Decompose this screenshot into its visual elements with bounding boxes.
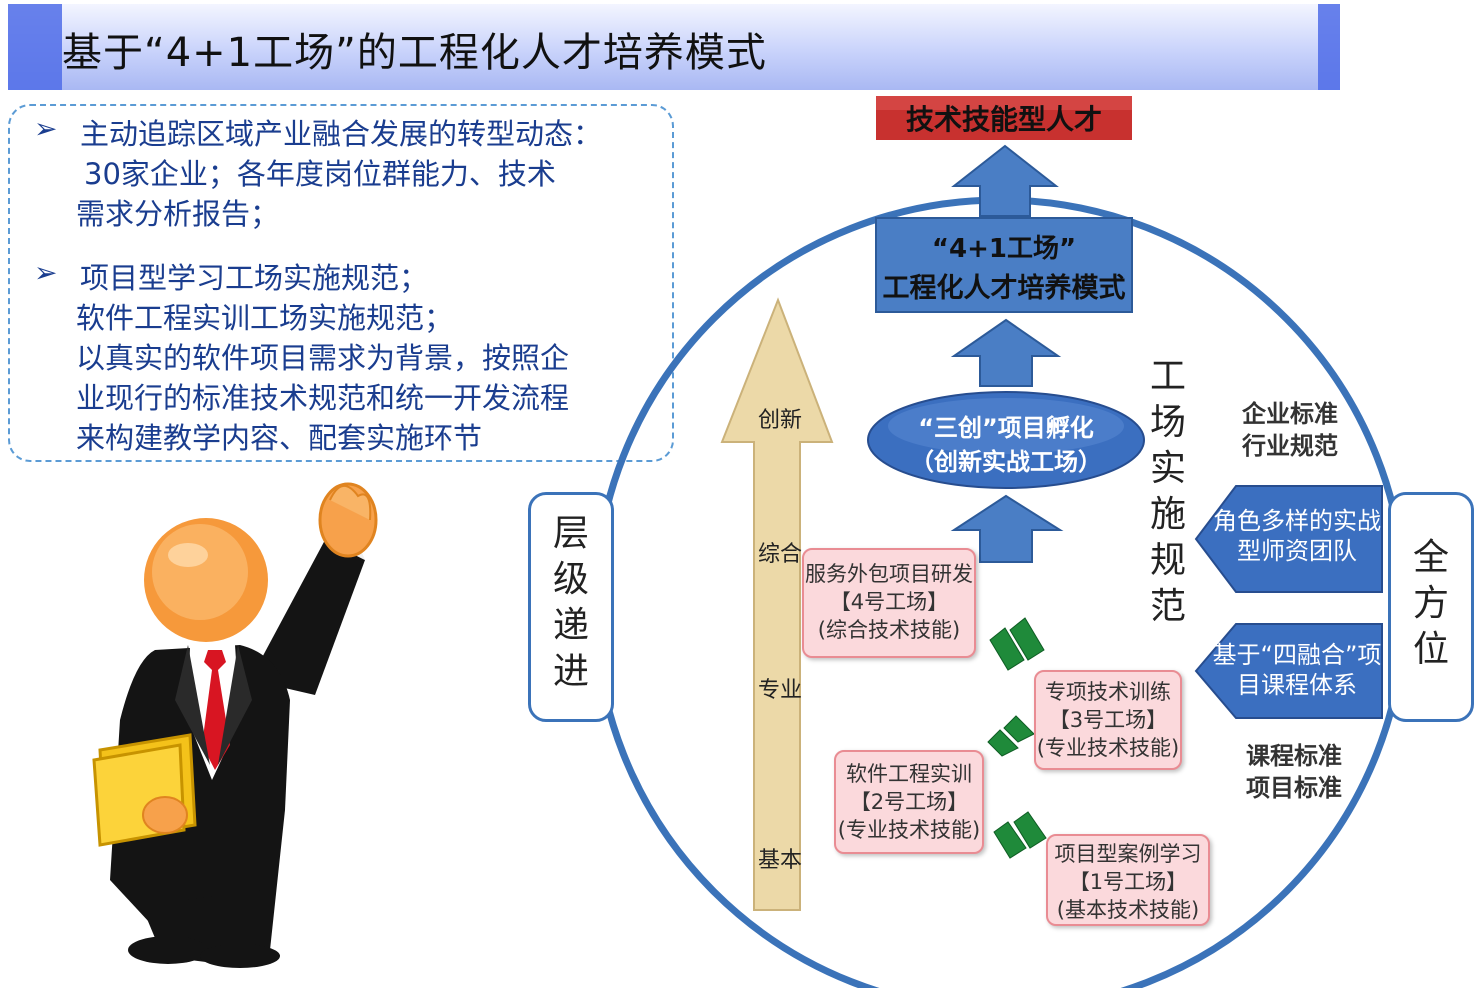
- title-bar-edge-right: [1318, 4, 1340, 90]
- right-panel-label: 全方位: [1412, 537, 1449, 670]
- workshop-3-line-3: (专业技术技能): [1036, 736, 1180, 760]
- green-chevron-icon: [1009, 617, 1045, 661]
- bullet-2-line-3: 以真实的软件项目需求为背景，按照企: [76, 341, 570, 375]
- workshop-2-line-1: 软件工程实训: [846, 762, 972, 786]
- model-box-shape: [875, 217, 1133, 313]
- workshop-4-line-1: 服务外包项目研发: [805, 562, 973, 586]
- standards-top: 企业标准 行业规范: [1230, 398, 1350, 462]
- workshop-1-line-1: 项目型案例学习: [1054, 842, 1202, 866]
- workshop-4-box: 服务外包项目研发 【4号工场】 (综合技术技能): [802, 548, 976, 658]
- bullet-2-line-1: 项目型学习工场实施规范；: [80, 261, 429, 295]
- workshop-1-box: 项目型案例学习 【1号工场】 (基本技术技能): [1046, 834, 1210, 926]
- title-bar-edge-left: [8, 4, 62, 90]
- bullet-1-line-3: 需求分析报告；: [76, 197, 280, 231]
- workshop-1-line-2: 【1号工场】: [1068, 870, 1188, 894]
- level-label-basic: 基本: [758, 848, 803, 873]
- info-box: [8, 104, 674, 462]
- chevron-box-2-label: 基于“四融合”项 目课程体系: [1212, 640, 1382, 700]
- chevron-box-2-shape: [1194, 623, 1383, 719]
- standards-bottom-line-1: 课程标准: [1246, 742, 1342, 770]
- workshop-3-line-2: 【3号工场】: [1048, 708, 1168, 732]
- standards-bottom-line-2: 项目标准: [1246, 774, 1342, 802]
- bullet-1-line-1: 主动追踪区域产业融合发展的转型动态：: [80, 117, 603, 151]
- standards-top-line-1: 企业标准: [1242, 400, 1338, 428]
- bullet-1: 主动追踪区域产业融合发展的转型动态： 30家企业；各年度岗位群能力、技术 需求分…: [76, 114, 602, 234]
- bullet-2-line-4: 业现行的标准技术规范和统一开发流程: [76, 381, 570, 415]
- workshop-3-line-1: 专项技术训练: [1045, 680, 1171, 704]
- model-box-line-1: “4+1工场”: [931, 234, 1077, 264]
- title-bar: [8, 4, 1340, 90]
- businessman-illustration: [92, 482, 378, 968]
- workshop-2-line-3: (专业技术技能): [837, 818, 981, 842]
- standards-bottom: 课程标准 项目标准: [1234, 740, 1354, 804]
- page-title: 基于“4+1工场”的工程化人才培养模式: [62, 30, 767, 76]
- level-arrow: [720, 297, 834, 911]
- chevron-box-1-line-2: 型师资团队: [1237, 537, 1357, 565]
- chevron-box-2-line-1: 基于“四融合”项: [1212, 641, 1382, 669]
- level-label-innovation: 创新: [758, 408, 803, 433]
- chevron-box-1-shape: [1194, 485, 1383, 593]
- bullet-arrow-icon: ➢: [34, 112, 58, 145]
- workshop-2-box: 软件工程实训 【2号工场】 (专业技术技能): [834, 750, 984, 854]
- chevron-box-1-label: 角色多样的实战 型师资团队: [1212, 506, 1382, 566]
- bullet-1-line-2: 30家企业；各年度岗位群能力、技术: [84, 157, 556, 191]
- bullet-2-line-5: 来构建教学内容、配套实施环节: [76, 421, 483, 455]
- up-arrow-3: [950, 494, 1064, 563]
- workshop-2-line-2: 【2号工场】: [849, 790, 969, 814]
- chevron-box-2-line-2: 目课程体系: [1237, 671, 1357, 699]
- level-label-comprehensive: 综合: [758, 542, 803, 567]
- workshop-3-box: 专项技术训练 【3号工场】 (专业技术技能): [1034, 670, 1182, 770]
- workshop-1-line-3: (基本技术技能): [1056, 898, 1200, 922]
- ellipse-line-1: “三创”项目孵化: [918, 414, 1094, 442]
- workshop-4-line-2: 【4号工场】: [829, 590, 949, 614]
- model-box-line-2: 工程化人才培养模式: [882, 273, 1126, 304]
- ellipse-line-2: （创新实战工场）: [910, 448, 1102, 476]
- chevron-box-1-line-1: 角色多样的实战: [1213, 507, 1381, 535]
- up-arrow-1: [951, 144, 1059, 217]
- standards-top-line-2: 行业规范: [1242, 432, 1338, 460]
- level-label-professional: 专业: [758, 678, 803, 703]
- up-arrow-2: [950, 318, 1062, 387]
- right-panel-all-round: 全方位: [1388, 492, 1474, 722]
- talent-box-label: 技术技能型人才: [905, 103, 1102, 136]
- workshop-standards-vertical-label: 工场实施规范: [1149, 356, 1186, 627]
- workshop-4-line-3: (综合技术技能): [817, 618, 961, 642]
- bullet-2: 项目型学习工场实施规范； 软件工程实训工场实施规范； 以真实的软件项目需求为背景…: [76, 258, 569, 458]
- incubation-ellipse: [867, 391, 1145, 489]
- green-chevron-icon: [989, 627, 1025, 671]
- left-panel-progressive-levels: 层级递进: [528, 492, 614, 722]
- bullet-2-line-2: 软件工程实训工场实施规范；: [76, 301, 454, 335]
- left-panel-label: 层级递进: [552, 513, 589, 692]
- green-chevron-icon: [993, 821, 1027, 859]
- framework-circle: [591, 196, 1409, 988]
- bullet-arrow-icon: ➢: [34, 256, 58, 289]
